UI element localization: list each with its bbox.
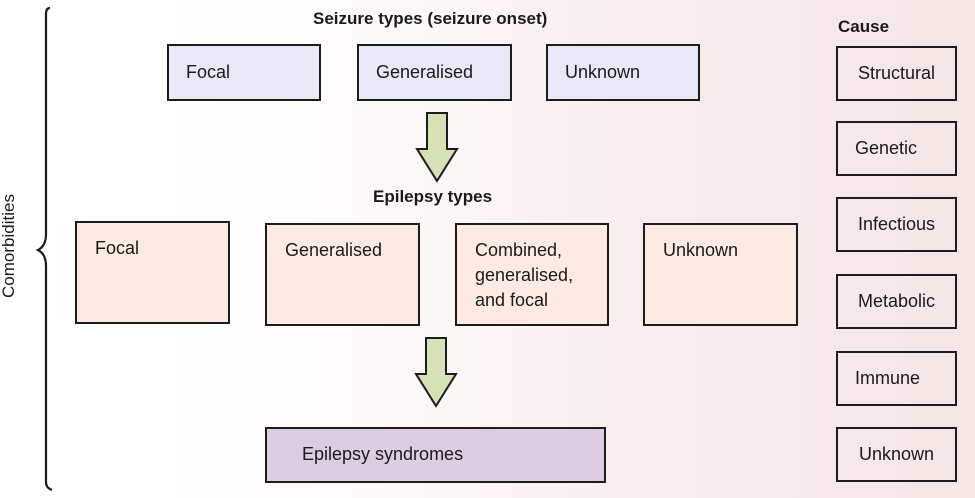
comorbidities-brace	[35, 6, 53, 492]
cause-immune-label: Immune	[855, 368, 921, 388]
cause-immune: Immune	[836, 351, 957, 406]
epilepsy-type-combined-line2: generalised,	[475, 265, 574, 285]
cause-unknown: Unknown	[836, 427, 957, 482]
seizure-types-heading: Seizure types (seizure onset)	[313, 9, 548, 28]
epilepsy-types-heading: Epilepsy types	[373, 187, 493, 206]
seizure-type-generalised: Generalised	[357, 44, 512, 101]
seizure-type-focal-label: Focal	[186, 62, 231, 82]
epilepsy-type-focal: Focal	[75, 221, 230, 324]
down-arrow-icon	[414, 337, 458, 408]
seizure-type-unknown: Unknown	[546, 44, 700, 101]
cause-metabolic-label: Metabolic	[857, 291, 936, 311]
cause-structural: Structural	[836, 46, 957, 101]
cause-metabolic: Metabolic	[836, 274, 957, 329]
epilepsy-type-combined-line3: and focal	[475, 290, 549, 310]
epilepsy-type-combined-line1: Combined,	[475, 240, 563, 260]
seizure-type-unknown-label: Unknown	[565, 62, 641, 82]
comorbidities-label: Comorbidities	[0, 194, 18, 298]
epilepsy-type-generalised: Generalised	[265, 223, 420, 326]
epilepsy-type-generalised-label: Generalised	[285, 240, 383, 260]
epilepsy-type-unknown-label: Unknown	[663, 240, 739, 260]
epilepsy-type-unknown: Unknown	[643, 223, 798, 326]
down-arrow-icon	[415, 112, 459, 183]
epilepsy-syndromes-label: Epilepsy syndromes	[302, 444, 464, 464]
seizure-type-generalised-label: Generalised	[376, 62, 474, 82]
cause-unknown-label: Unknown	[858, 444, 935, 464]
cause-structural-label: Structural	[857, 63, 936, 83]
cause-infectious: Infectious	[836, 197, 957, 252]
cause-genetic-label: Genetic	[855, 138, 918, 158]
seizure-type-focal: Focal	[167, 44, 321, 101]
cause-infectious-label: Infectious	[857, 214, 936, 234]
epilepsy-syndromes: Epilepsy syndromes	[265, 427, 606, 483]
cause-heading: Cause	[838, 17, 890, 36]
epilepsy-type-combined: Combined, generalised, and focal	[455, 223, 609, 326]
epilepsy-type-focal-label: Focal	[95, 238, 140, 258]
cause-genetic: Genetic	[836, 121, 957, 176]
